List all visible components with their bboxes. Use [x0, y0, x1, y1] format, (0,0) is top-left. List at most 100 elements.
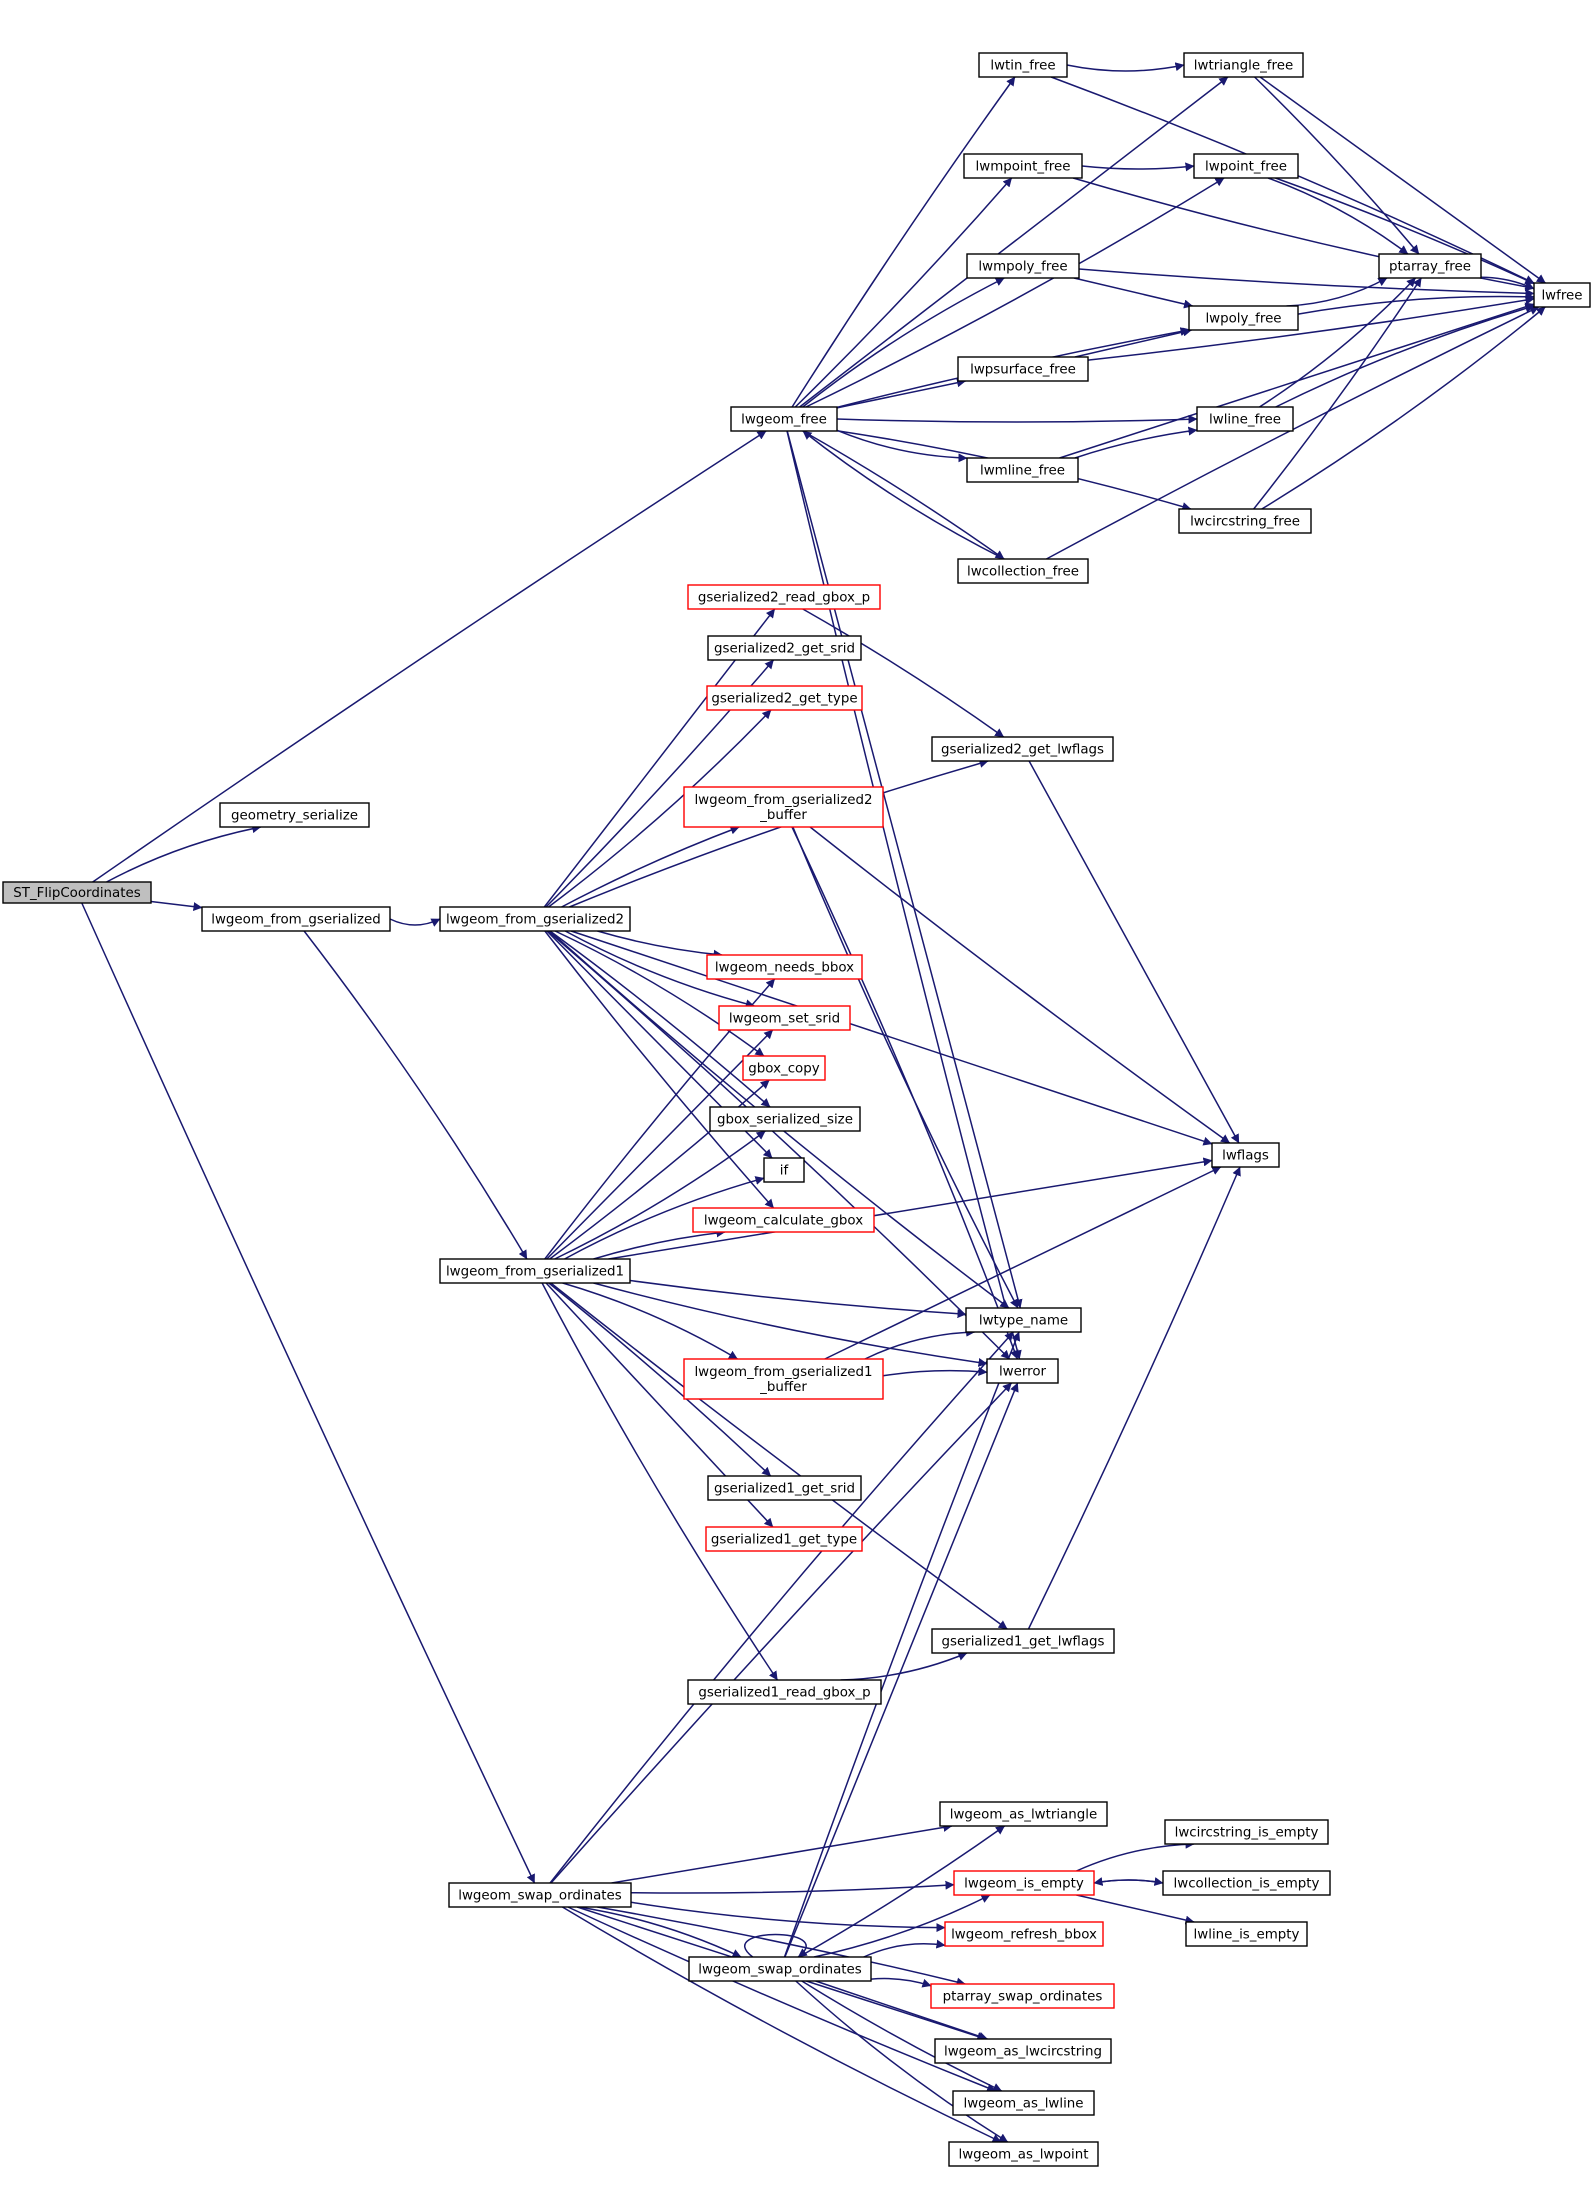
- node-gbox-copy[interactable]: gbox_copy: [742, 1055, 826, 1081]
- node-gserialized2-get-type[interactable]: gserialized2_get_type: [706, 685, 863, 711]
- edge-lwgeom_free-to-lwerror: [786, 430, 1022, 1360]
- node-box: [707, 1475, 862, 1501]
- node-box: [1183, 52, 1304, 78]
- edge-lwgeom_from_gserialized2-to-gserialized2_get_lwflags: [569, 759, 989, 908]
- edge-lwgeom_free-to-lwtin_free: [791, 76, 1016, 408]
- node-lwmpoly-free[interactable]: lwmpoly_free: [966, 253, 1080, 279]
- node-box: [718, 1005, 851, 1031]
- node-ptarray-free[interactable]: ptarray_free: [1378, 253, 1482, 279]
- node-lwmpoint-free[interactable]: lwmpoint_free: [963, 153, 1083, 179]
- node-label: lwmpoint_free: [976, 160, 1071, 175]
- node-lwmline-free[interactable]: lwmline_free: [966, 457, 1079, 483]
- node-lwgeom-needs-bbox[interactable]: lwgeom_needs_bbox: [706, 954, 863, 980]
- node-box: [1211, 1142, 1280, 1168]
- node-label: lwgeom_set_srid: [729, 1012, 840, 1027]
- node-lwcircstring-is-empty[interactable]: lwcircstring_is_empty: [1164, 1819, 1329, 1845]
- edge-lwgeom_from_gserialized1-to-if: [564, 1176, 765, 1260]
- node-lwtype-name[interactable]: lwtype_name: [965, 1307, 1082, 1333]
- node-box: [448, 1882, 632, 1908]
- node-lwpoint-free[interactable]: lwpoint_free: [1193, 153, 1299, 179]
- node-label: gserialized1_get_type: [711, 1533, 857, 1548]
- node-label: lwgeom_as_lwline: [963, 2097, 1083, 2112]
- node-label: lwcircstring_is_empty: [1175, 1826, 1319, 1841]
- edge-lwgeom_swap_ordinates_inner-to-lwerror: [784, 1382, 1019, 1958]
- node-lwgeom-from-gserialized1[interactable]: lwgeom_from_gserialized1: [439, 1258, 631, 1284]
- edge-lwtin_free-to-lwfree: [1050, 76, 1535, 284]
- node-lwgeom-free[interactable]: lwgeom_free: [730, 406, 838, 432]
- node-label: lwgeom_from_gserialized2: [446, 913, 624, 928]
- edge-ptarray_free-to-lwfree: [1480, 276, 1535, 290]
- edge-lwgeom_from_gserialized2-to-gbox_copy: [554, 930, 765, 1057]
- edge-lwtin_free-to-lwtriangle_free: [1066, 62, 1185, 72]
- node-label: lwgeom_as_lwcircstring: [944, 2045, 1102, 2060]
- node-root[interactable]: ST_FlipCoordinates: [2, 881, 152, 904]
- node-lwtin-free[interactable]: lwtin_free: [978, 52, 1068, 78]
- node-lwcircstring-free[interactable]: lwcircstring_free: [1178, 508, 1312, 534]
- node-box: [692, 1207, 875, 1233]
- node-lwline-is-empty[interactable]: lwline_is_empty: [1185, 1921, 1308, 1947]
- node-if[interactable]: if: [763, 1157, 805, 1183]
- edge-lwpoint_free-to-lwfree: [1275, 177, 1535, 285]
- node-lwgeom-swap-ordinates-inner[interactable]: lwgeom_swap_ordinates: [688, 1956, 872, 1982]
- node-lwgeom-calculate-gbox[interactable]: lwgeom_calculate_gbox: [692, 1207, 875, 1233]
- node-box: [439, 1258, 631, 1284]
- node-box: [2, 881, 152, 904]
- node-lwline-free[interactable]: lwline_free: [1196, 406, 1294, 432]
- edge-lwgeom_from_gserialized1-to-lwerror: [593, 1282, 988, 1367]
- node-lwerror[interactable]: lwerror: [986, 1358, 1059, 1384]
- node-gserialized1-get-srid[interactable]: gserialized1_get_srid: [707, 1475, 862, 1501]
- node-ptarray-swap-ordinates[interactable]: ptarray_swap_ordinates: [930, 1983, 1115, 2009]
- edge-lwgeom_free-to-lwpoint_free: [805, 177, 1225, 408]
- node-gserialized2-get-srid[interactable]: gserialized2_get_srid: [707, 635, 862, 661]
- node-lwgeom-from-gserialized[interactable]: lwgeom_from_gserialized: [201, 906, 391, 932]
- node-lwfree[interactable]: lwfree: [1533, 282, 1591, 308]
- node-box: [966, 457, 1079, 483]
- node-lwcollection-free[interactable]: lwcollection_free: [957, 558, 1089, 584]
- node-lwgeom-from-gserialized2-buffer[interactable]: lwgeom_from_gserialized2_buffer: [683, 786, 884, 828]
- node-lwtriangle-free[interactable]: lwtriangle_free: [1183, 52, 1304, 78]
- edge-lwgeom_swap_ordinates_inner-to-ptarray_swap_ordinates: [870, 1977, 932, 1988]
- node-lwgeom-from-gserialized1-buffer[interactable]: lwgeom_from_gserialized1_buffer: [683, 1358, 884, 1400]
- node-box: [965, 1307, 1082, 1333]
- node-lwgeom-is-empty[interactable]: lwgeom_is_empty: [953, 1870, 1095, 1896]
- node-label: lwline_free: [1209, 413, 1281, 428]
- node-lwpsurface-free[interactable]: lwpsurface_free: [957, 356, 1089, 382]
- node-box: [687, 584, 881, 610]
- node-lwpoly-free[interactable]: lwpoly_free: [1188, 305, 1299, 331]
- node-gserialized1-read-gbox-p[interactable]: gserialized1_read_gbox_p: [687, 1679, 882, 1705]
- edge-root-to-lwgeom_free: [92, 430, 767, 883]
- edge-lwgeom_swap_ordinates_outer-to-lwgeom_is_empty: [630, 1880, 955, 1894]
- node-gserialized1-get-type[interactable]: gserialized1_get_type: [705, 1526, 863, 1552]
- edge-lwgeom_swap_ordinates_outer-to-lwgeom_refresh_bbox: [630, 1901, 946, 1933]
- node-label: lwgeom_needs_bbox: [715, 961, 854, 976]
- node-lwgeom-as-lwcircstring[interactable]: lwgeom_as_lwcircstring: [934, 2038, 1112, 2064]
- node-lwcollection-is-empty[interactable]: lwcollection_is_empty: [1162, 1870, 1331, 1896]
- node-box: [952, 2090, 1095, 2116]
- node-gserialized1-get-lwflags[interactable]: gserialized1_get_lwflags: [931, 1628, 1115, 1654]
- node-label: lwgeom_as_lwpoint: [958, 2148, 1088, 2163]
- node-lwgeom-set-srid[interactable]: lwgeom_set_srid: [718, 1005, 851, 1031]
- node-lwflags[interactable]: lwflags: [1211, 1142, 1280, 1168]
- node-gserialized2-get-lwflags[interactable]: gserialized2_get_lwflags: [931, 736, 1114, 762]
- node-box: [930, 1983, 1115, 2009]
- node-lwgeom-as-lwline[interactable]: lwgeom_as_lwline: [952, 2090, 1095, 2116]
- edge-lwgeom_from_gserialized1-to-gbox_serialized_size: [554, 1130, 766, 1260]
- edge-lwgeom_is_empty-to-lwcircstring_is_empty: [1076, 1839, 1195, 1872]
- node-lwgeom-as-lwtriangle[interactable]: lwgeom_as_lwtriangle: [939, 1801, 1108, 1827]
- node-box: [705, 1526, 863, 1552]
- node-lwgeom-swap-ordinates-outer[interactable]: lwgeom_swap_ordinates: [448, 1882, 632, 1908]
- node-gbox-serialized-size[interactable]: gbox_serialized_size: [709, 1106, 861, 1132]
- edge-lwgeom_swap_ordinates_inner-to-lwgeom_is_empty: [813, 1894, 991, 1958]
- edge-lwgeom_swap_ordinates_outer-to-lwgeom_swap_ordinates_inner: [578, 1906, 742, 1958]
- edge-root-to-lwgeom_from_gserialized: [150, 900, 203, 912]
- node-lwgeom-as-lwpoint[interactable]: lwgeom_as_lwpoint: [948, 2141, 1099, 2167]
- node-label: gserialized1_get_srid: [714, 1482, 855, 1497]
- edge-lwpsurface_free-to-lwfree: [1087, 295, 1535, 361]
- node-lwgeom-refresh-bbox[interactable]: lwgeom_refresh_bbox: [944, 1921, 1104, 1947]
- node-lwgeom-from-gserialized2[interactable]: lwgeom_from_gserialized2: [439, 906, 631, 932]
- node-gserialized2-read-gbox-p[interactable]: gserialized2_read_gbox_p: [687, 584, 881, 610]
- node-geometry-serialize[interactable]: geometry_serialize: [219, 802, 370, 828]
- edge-root-to-geometry_serialize: [106, 824, 262, 883]
- node-box: [687, 1679, 882, 1705]
- node-box: [957, 558, 1089, 584]
